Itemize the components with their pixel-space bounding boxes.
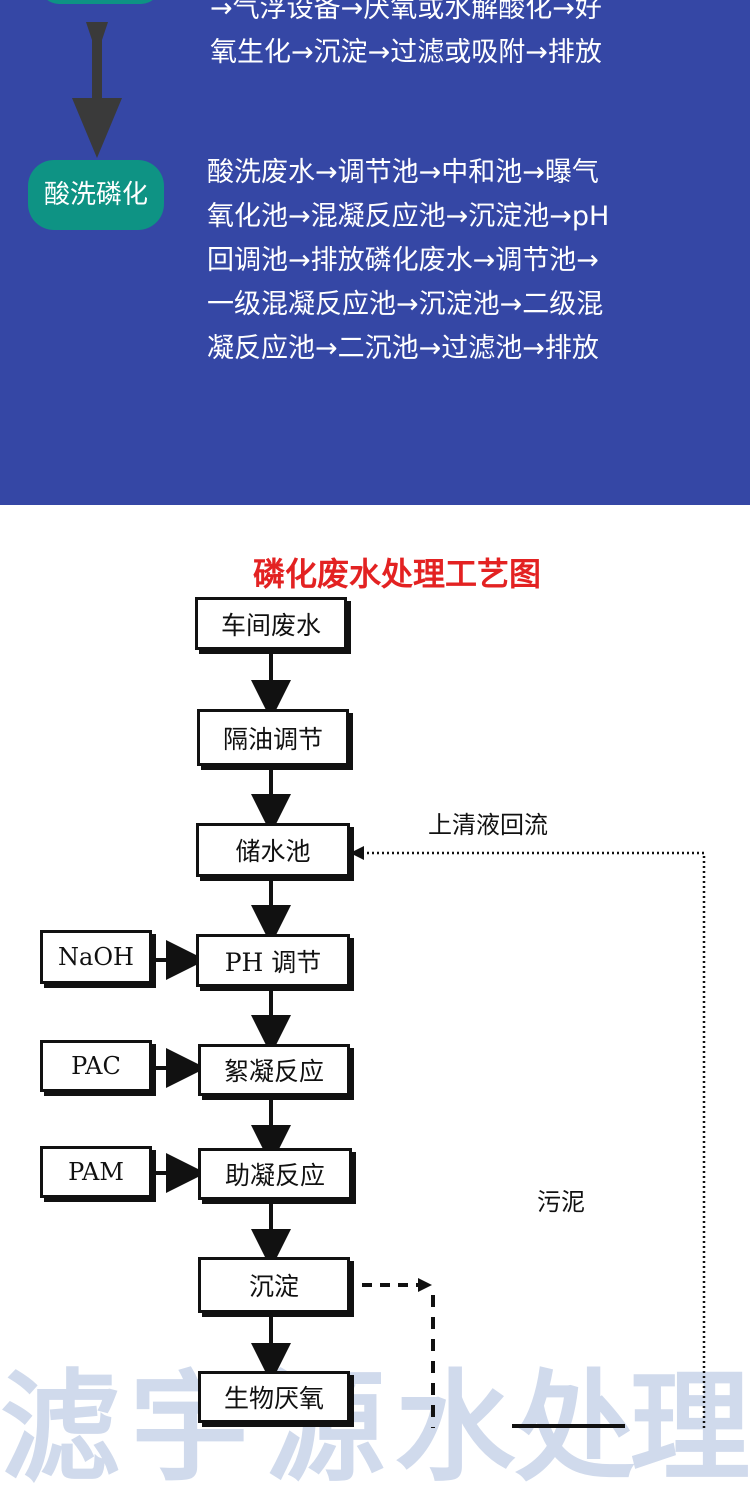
process-text-line: 氧化池→混凝反应池→沉淀池→pH bbox=[207, 201, 610, 232]
reagent-box-pam: PAM bbox=[40, 1146, 152, 1198]
step-box: 助凝反应 bbox=[198, 1148, 352, 1200]
process-text-line: 凝反应池→二沉池→过滤池→排放 bbox=[207, 333, 599, 364]
return-flow-line bbox=[360, 851, 706, 1428]
category-pill-pickling-phosphating: 酸洗磷化 bbox=[28, 160, 164, 230]
step-box: 车间废水 bbox=[195, 597, 347, 650]
step-box: 絮凝反应 bbox=[198, 1044, 350, 1096]
reagent-box-pac: PAC bbox=[40, 1040, 152, 1092]
process-description-panel: →气浮设备→厌氧或水解酸化→好 氧生化→沉淀→过滤或吸附→排放 酸洗磷化 酸洗废… bbox=[0, 0, 750, 505]
process-text-line: 一级混凝反应池→沉淀池→二级混 bbox=[207, 289, 604, 320]
down-arrow-icon bbox=[72, 22, 122, 158]
return-flow-label: 上清液回流 bbox=[428, 811, 548, 839]
diagram-title: 磷化废水处理工艺图 bbox=[252, 555, 541, 593]
step-box: PH 调节 bbox=[196, 934, 350, 987]
category-pill-previous bbox=[40, 0, 160, 4]
process-text-line: 酸洗废水→调节池→中和池→曝气 bbox=[207, 157, 599, 188]
process-text-line: 回调池→排放磷化废水→调节池→ bbox=[207, 245, 599, 276]
sludge-label: 污泥 bbox=[537, 1188, 585, 1216]
sludge-arrowhead bbox=[418, 1278, 432, 1292]
step-box: 生物厌氧 bbox=[198, 1371, 350, 1423]
process-text-line: →气浮设备→厌氧或水解酸化→好 bbox=[210, 0, 602, 24]
flow-connectors bbox=[156, 652, 706, 1428]
step-box: 隔油调节 bbox=[197, 709, 349, 766]
process-text-line: 氧生化→沉淀→过滤或吸附→排放 bbox=[210, 37, 602, 68]
reagent-box-naoh: NaOH bbox=[40, 930, 152, 984]
step-box: 储水池 bbox=[196, 823, 350, 877]
step-box: 沉淀 bbox=[198, 1257, 350, 1313]
return-flow-arrowhead bbox=[350, 846, 364, 860]
flow-diagram: 磷化废水处理工艺图 滤 宇 源 水 处 理 车间废水 隔油调节 储水池 PH 调… bbox=[0, 505, 750, 1498]
